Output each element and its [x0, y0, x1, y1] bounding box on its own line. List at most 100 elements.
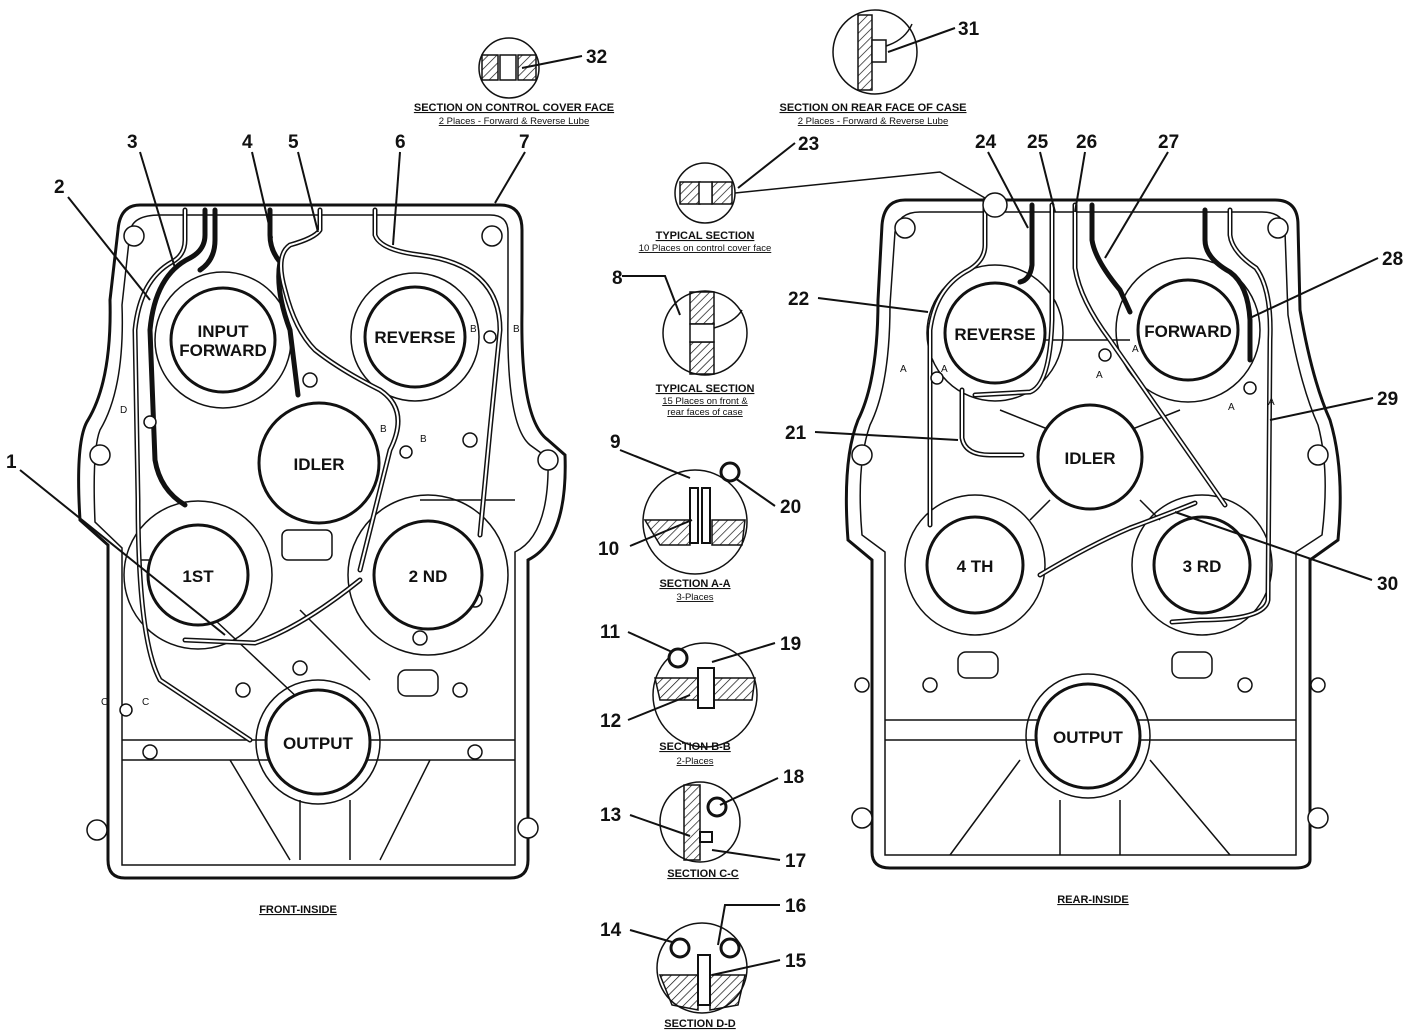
- first-gear-label: 1ST: [182, 567, 214, 586]
- section-typical-8-sub2: rear faces of case: [667, 407, 743, 418]
- front-mark-c1: C: [101, 697, 108, 708]
- front-mark-c2: C: [142, 697, 149, 708]
- front-mark-b2: B: [513, 324, 520, 335]
- rear-output-label: OUTPUT: [1053, 728, 1124, 747]
- callout-22: 22: [788, 289, 809, 310]
- callout-14: 14: [600, 920, 622, 941]
- rear-idler-label: IDLER: [1065, 449, 1116, 468]
- rear-mark-a3: A: [1096, 370, 1103, 381]
- fourth-gear-label: 4 TH: [957, 557, 994, 576]
- front-inside-view: INPUT FORWARD REVERSE IDLER 1ST 2 ND OUT…: [77, 203, 567, 916]
- rear-oil-lines: [927, 197, 1273, 625]
- callout-21: 21: [785, 423, 807, 444]
- rear-idler-gear: [1036, 403, 1144, 511]
- callout-32: 32: [586, 47, 607, 68]
- second-gear-label: 2 ND: [409, 567, 448, 586]
- callout-13: 13: [600, 805, 621, 826]
- callout-16: 16: [785, 896, 806, 917]
- third-gear: [1152, 515, 1252, 615]
- section-c-c-title: SECTION C-C: [667, 868, 739, 880]
- rear-reverse-label: REVERSE: [954, 325, 1035, 344]
- callout-19: 19: [780, 634, 801, 655]
- rear-inside-title: REAR-INSIDE: [1057, 894, 1129, 906]
- section-typical-23-title: TYPICAL SECTION: [656, 230, 755, 242]
- section-typical-8-detail: TYPICAL SECTION 15 Places on front & rea…: [656, 290, 755, 418]
- callout-10: 10: [598, 539, 619, 560]
- rear-mark-a2: A: [941, 364, 948, 375]
- rear-mark-a6: A: [1268, 397, 1275, 408]
- callout-28: 28: [1382, 249, 1403, 270]
- third-gear-label: 3 RD: [1183, 557, 1222, 576]
- rear-case-inner: [859, 211, 1326, 856]
- front-mark-b3: B: [380, 424, 387, 435]
- callout-29: 29: [1377, 389, 1398, 410]
- section-b-b-sub: 2-Places: [677, 756, 714, 767]
- front-oil-lines: [132, 207, 503, 743]
- front-inside-title: FRONT-INSIDE: [259, 904, 337, 916]
- callout-18: 18: [783, 767, 804, 788]
- front-output-label: OUTPUT: [283, 734, 354, 753]
- fourth-gear: [925, 515, 1025, 615]
- rear-case-outline: [844, 198, 1342, 870]
- callout-11: 11: [600, 622, 621, 643]
- callout-2: 2: [54, 177, 65, 198]
- front-mark-b4: B: [420, 434, 427, 445]
- callout-7: 7: [519, 132, 530, 153]
- front-case-inner: [93, 214, 549, 866]
- section-d-d-detail: SECTION D-D: [656, 922, 748, 1030]
- callout-27: 27: [1158, 132, 1179, 153]
- front-idler-label: IDLER: [294, 455, 345, 474]
- second-gear: [372, 519, 484, 631]
- front-mark-b1: B: [470, 324, 477, 335]
- callout-20: 20: [780, 497, 801, 518]
- input-gear-label-1: INPUT: [198, 322, 250, 341]
- callout-26: 26: [1076, 132, 1097, 153]
- callout-9: 9: [610, 432, 621, 453]
- front-idler-gear: [257, 401, 381, 525]
- section-control-cover-detail: SECTION ON CONTROL COVER FACE 2 Places -…: [414, 37, 614, 127]
- section-typical-23-sub: 10 Places on control cover face: [639, 243, 772, 254]
- input-forward-gear: [169, 286, 277, 394]
- section-rear-face-detail: SECTION ON REAR FACE OF CASE 2 Places - …: [779, 9, 967, 127]
- rear-mark-a5: A: [1228, 402, 1235, 413]
- rear-mark-a4: A: [1132, 344, 1139, 355]
- front-mark-d: D: [120, 405, 127, 416]
- callout-23: 23: [798, 134, 819, 155]
- section-typical-8-sub1: 15 Places on front &: [662, 396, 748, 407]
- front-reverse-gear: [363, 285, 467, 389]
- section-b-b-title: SECTION B-B: [659, 741, 731, 753]
- rear-mark-a1: A: [900, 364, 907, 375]
- callout-25: 25: [1027, 132, 1049, 153]
- rear-output-gear: [1034, 682, 1142, 790]
- section-control-cover-title: SECTION ON CONTROL COVER FACE: [414, 102, 614, 114]
- front-reverse-label: REVERSE: [374, 328, 455, 347]
- callout-1: 1: [6, 452, 17, 473]
- front-output-gear: [264, 688, 372, 796]
- front-case-outline: [77, 203, 567, 880]
- callout-24: 24: [975, 132, 997, 153]
- input-gear-label-2: FORWARD: [179, 341, 267, 360]
- rear-inside-view: REVERSE FORWARD IDLER 4 TH 3 RD OUTPUT: [844, 192, 1342, 906]
- callout-30: 30: [1377, 574, 1398, 595]
- callout-8: 8: [612, 268, 623, 289]
- callout-numbers: 1 2 3 4 5 6 7 8 9 10 11 12 13 14 15 16 1…: [6, 19, 1403, 972]
- callout-3: 3: [127, 132, 138, 153]
- callout-15: 15: [785, 951, 807, 972]
- rear-forward-gear: [1136, 278, 1240, 382]
- section-rear-face-sub: 2 Places - Forward & Reverse Lube: [798, 116, 948, 127]
- section-a-a-title: SECTION A-A: [659, 578, 730, 590]
- section-typical-8-title: TYPICAL SECTION: [656, 383, 755, 395]
- callout-leaders: [19, 27, 1379, 976]
- rear-reverse-gear: [943, 281, 1047, 385]
- section-control-cover-sub: 2 Places - Forward & Reverse Lube: [439, 116, 589, 127]
- callout-5: 5: [288, 132, 299, 153]
- rear-forward-label: FORWARD: [1144, 322, 1232, 341]
- section-c-c-detail: SECTION C-C: [659, 781, 741, 880]
- callout-4: 4: [242, 132, 253, 153]
- callout-12: 12: [600, 711, 621, 732]
- section-d-d-title: SECTION D-D: [664, 1018, 736, 1030]
- section-b-b-detail: SECTION B-B 2-Places: [652, 642, 758, 767]
- section-rear-face-title: SECTION ON REAR FACE OF CASE: [779, 102, 966, 114]
- section-a-a-sub: 3-Places: [677, 592, 714, 603]
